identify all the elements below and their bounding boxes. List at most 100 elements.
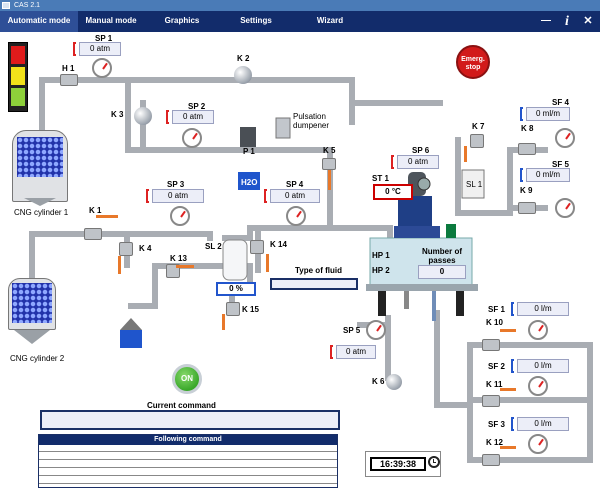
sp3-label: SP 3 <box>167 180 185 189</box>
k15-handle <box>222 314 225 330</box>
sp4-indicator <box>264 189 267 203</box>
menu-manual-mode[interactable]: Manual mode <box>85 16 137 25</box>
sl1-label: SL 1 <box>466 180 483 189</box>
k13-label: K 13 <box>170 254 187 263</box>
k12-valve[interactable] <box>482 454 500 466</box>
sf5-value: 0 ml/m <box>526 168 570 182</box>
cng-cylinder-2-label: CNG cylinder 2 <box>10 354 65 363</box>
sf4-gauge <box>555 128 575 148</box>
sf5-label: SF 5 <box>552 160 569 169</box>
cng-cylinder-1-label: CNG cylinder 1 <box>14 208 69 217</box>
app-icon <box>2 2 10 9</box>
k1-valve[interactable] <box>84 228 102 240</box>
following-command-panel: Following command <box>38 434 338 488</box>
pulsation-dampener-label: Pulsation dumpener <box>293 112 329 130</box>
sf2-label: SF 2 <box>488 362 505 371</box>
sf2-indicator <box>511 359 514 373</box>
k3-valve[interactable] <box>134 107 152 125</box>
pump-label: P 1 <box>243 147 255 156</box>
k7-valve[interactable] <box>470 134 484 148</box>
on-button[interactable]: ON <box>172 364 202 394</box>
k5-valve[interactable] <box>322 158 336 170</box>
water-tank-label: H2O <box>241 178 258 187</box>
menu-settings[interactable]: Settings <box>240 16 272 25</box>
sl2-value: 0 % <box>216 282 256 296</box>
k10-handle <box>500 329 516 332</box>
sf1-label: SF 1 <box>488 305 505 314</box>
k10-valve[interactable] <box>482 339 500 351</box>
type-of-fluid-field[interactable] <box>270 278 358 290</box>
sp1-label: SP 1 <box>95 34 113 43</box>
pulsation-line1: Pulsation <box>293 112 326 121</box>
sp3-gauge <box>170 206 190 226</box>
k12-label: K 12 <box>486 438 503 447</box>
sp2-label: SP 2 <box>188 102 206 111</box>
emergency-stop-line2: stop <box>465 64 481 71</box>
k2-valve[interactable] <box>234 66 252 84</box>
sp1-value: 0 atm <box>79 42 121 56</box>
status-light-yellow <box>11 67 25 85</box>
sf3-indicator <box>511 417 514 431</box>
k1-label: K 1 <box>89 206 102 215</box>
sp2-value: 0 atm <box>172 110 214 124</box>
sf2-value: 0 l/m <box>517 359 569 373</box>
cng-cylinder-2 <box>8 278 56 330</box>
sp2-indicator <box>166 110 169 124</box>
sp5-indicator <box>330 345 333 359</box>
h1-valve[interactable] <box>60 74 78 86</box>
pulsation-line2: dumpener <box>293 121 330 130</box>
minimize-button[interactable]: — <box>541 15 551 26</box>
k6-valve[interactable] <box>386 374 402 390</box>
k13-handle <box>176 265 194 268</box>
k15-valve[interactable] <box>226 302 240 316</box>
following-command-row-divider <box>39 459 337 460</box>
current-command-field <box>40 410 340 430</box>
sp6-indicator <box>391 155 394 169</box>
clock-icon <box>428 456 440 468</box>
sp1-gauge <box>92 58 112 78</box>
k9-valve[interactable] <box>518 202 536 214</box>
close-button[interactable]: ✕ <box>583 15 593 27</box>
k14-valve[interactable] <box>250 240 264 254</box>
info-button[interactable]: i <box>565 14 569 29</box>
sf1-indicator <box>511 302 514 316</box>
emergency-stop-button[interactable]: Emerg. stop <box>456 45 490 79</box>
sp6-value: 0 atm <box>397 155 439 169</box>
sp1-indicator <box>73 42 76 56</box>
cng-cylinder-1 <box>12 130 68 202</box>
sp3-indicator <box>146 189 149 203</box>
k11-label: K 11 <box>486 380 503 389</box>
sf2-gauge <box>528 376 548 396</box>
k1-handle <box>96 215 118 218</box>
k11-valve[interactable] <box>482 395 500 407</box>
clock-panel: 16:39:38 <box>365 451 441 477</box>
k10-label: K 10 <box>486 318 503 327</box>
sf1-value: 0 l/m <box>517 302 569 316</box>
following-command-row-divider <box>39 475 337 476</box>
following-command-header: Following command <box>39 435 337 445</box>
k8-label: K 8 <box>521 124 534 133</box>
cylinder-2-base <box>14 330 50 344</box>
number-of-passes-value: 0 <box>418 265 466 279</box>
sp4-value: 0 atm <box>270 189 320 203</box>
passes-label-line1: Number of <box>422 247 462 256</box>
menu-automatic-mode[interactable]: Automatic mode <box>0 11 78 32</box>
cylinder-1-fill <box>17 137 63 177</box>
cylinder-2-fill <box>12 283 52 323</box>
k8-valve[interactable] <box>518 143 536 155</box>
k4-label: K 4 <box>139 244 152 253</box>
sp5-label: SP 5 <box>343 326 361 335</box>
sf5-gauge <box>555 198 575 218</box>
menu-graphics[interactable]: Graphics <box>164 16 200 25</box>
status-light-green <box>11 88 25 106</box>
sp5-gauge <box>366 320 386 340</box>
k7-handle <box>464 146 467 162</box>
k7-label: K 7 <box>472 122 485 131</box>
status-light <box>8 42 28 112</box>
menu-wizard[interactable]: Wizard <box>316 16 344 25</box>
sf4-indicator <box>520 107 523 121</box>
k5-handle <box>328 170 331 190</box>
k11-handle <box>500 388 516 391</box>
k4-valve[interactable] <box>119 242 133 256</box>
